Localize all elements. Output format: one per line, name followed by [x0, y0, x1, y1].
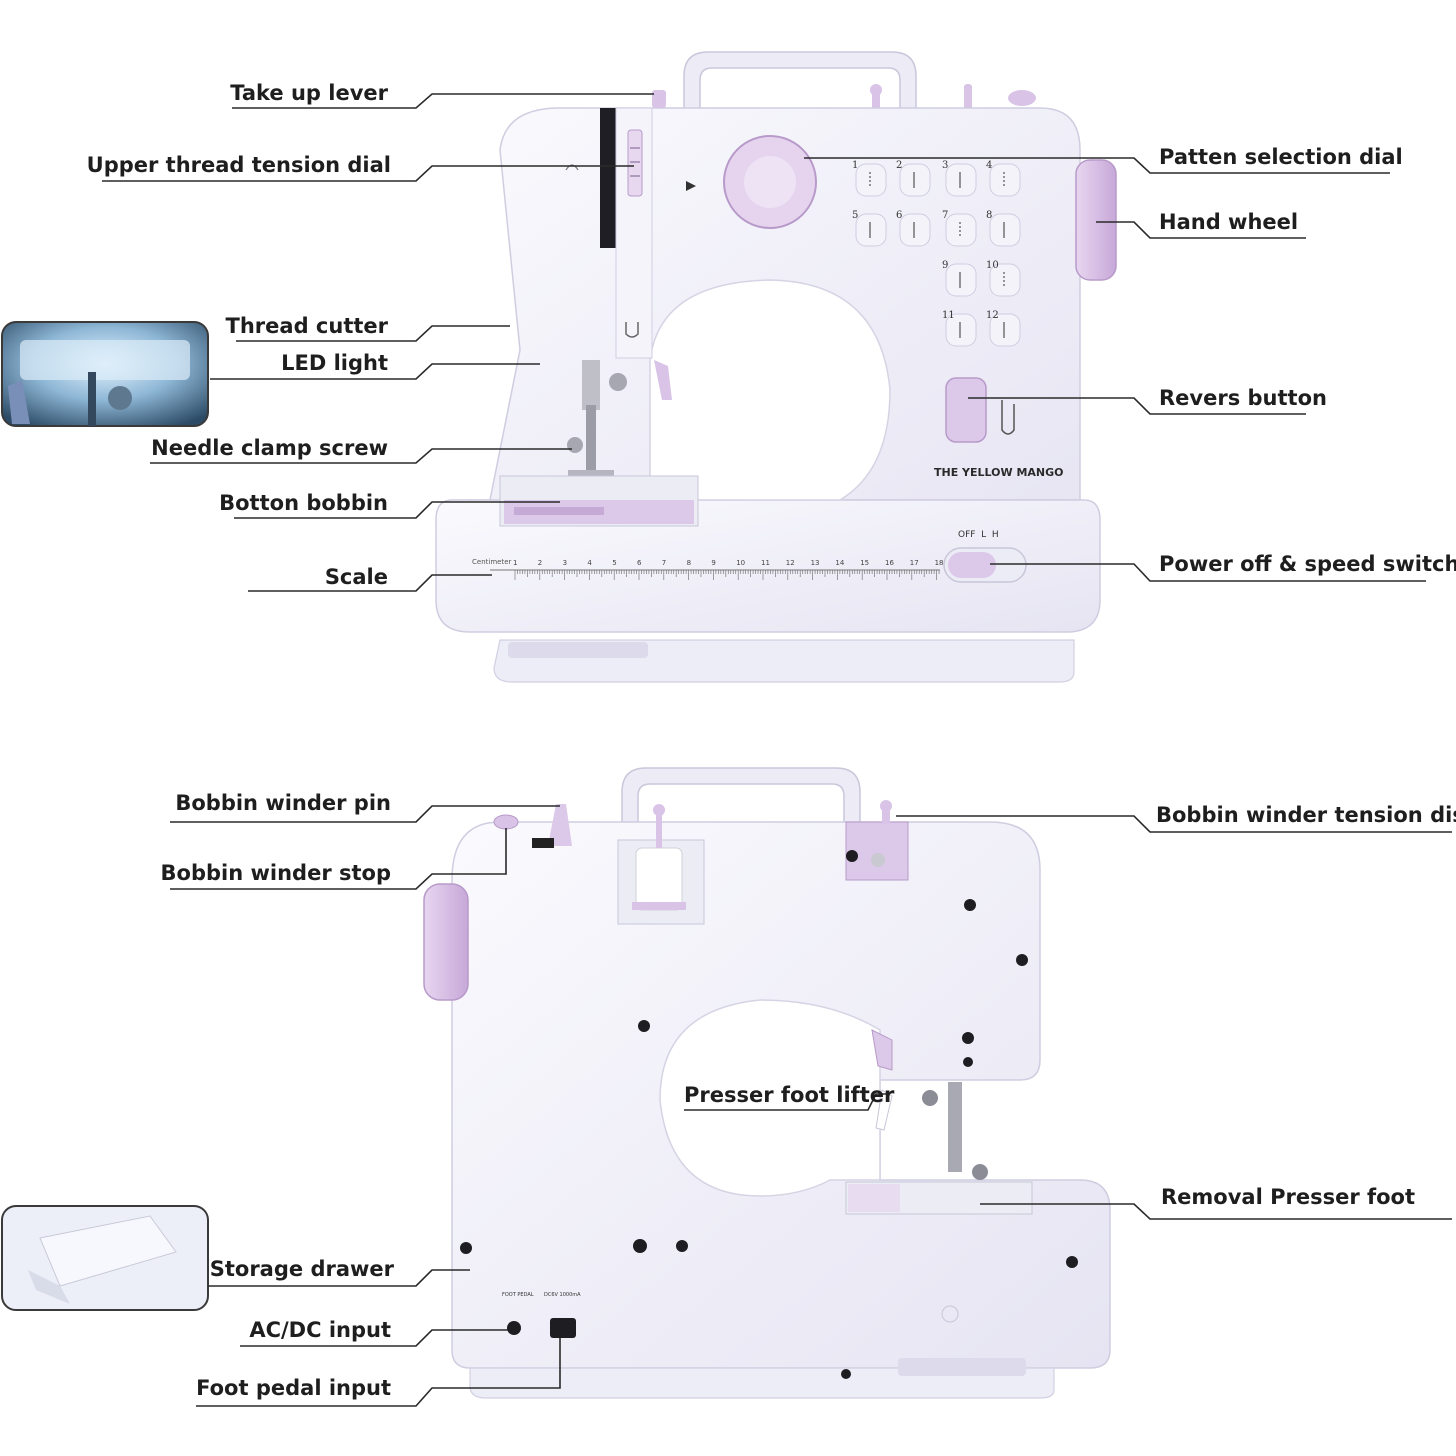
label-storage-drawer: Storage drawer: [209, 1257, 394, 1281]
back-machine: FOOT PEDAL DC6V 1000mA: [423, 767, 1111, 1399]
ruler-number: 2: [538, 559, 542, 567]
label-bobbin-winder-tension-disk: Bobbin winder tension disk: [1156, 803, 1456, 827]
stitch-button: [945, 313, 977, 347]
stitch-button: [855, 163, 887, 197]
front-arm-opening: [649, 279, 891, 501]
label-upper-thread-tension-dial: Upper thread tension dial: [86, 153, 391, 177]
label-patten-selection-dial: Patten selection dial: [1159, 145, 1403, 169]
stitch-number: 5: [852, 210, 858, 221]
ruler-number: 13: [811, 559, 820, 567]
stitch-number: 6: [896, 210, 902, 221]
label-take-up-lever: Take up lever: [230, 81, 388, 105]
ruler-number: 17: [910, 559, 919, 567]
ruler-number: 15: [860, 559, 869, 567]
stitch-button: [899, 213, 931, 247]
ruler-number: 6: [637, 559, 642, 567]
stitch-number: 12: [986, 310, 999, 321]
label-hand-wheel: Hand wheel: [1159, 210, 1299, 234]
stitch-button: [855, 213, 887, 247]
label-botton-bobbin: Botton bobbin: [219, 491, 388, 515]
ruler-number: 7: [662, 559, 666, 567]
stitch-button: [989, 263, 1021, 297]
stitch-button: [945, 163, 977, 197]
switch-labels-text: OFF L H: [958, 530, 999, 540]
stitch-button: [899, 163, 931, 197]
power-port: [550, 1318, 576, 1338]
ruler-number: 18: [935, 559, 944, 567]
ruler-ticks: [514, 570, 940, 580]
ruler-number: 3: [563, 559, 567, 567]
stitch-button: [989, 163, 1021, 197]
foot-pedal-port-text: FOOT PEDAL: [502, 1292, 534, 1298]
stitch-number: 10: [986, 260, 999, 271]
label-led-light: LED light: [281, 351, 388, 375]
reverse-button: [945, 377, 987, 443]
ruler-number: 4: [587, 559, 592, 567]
label-power-speed-switch: Power off & speed switch: [1159, 552, 1456, 576]
stitch-button: [945, 263, 977, 297]
stitch-button: [945, 213, 977, 247]
stitch-button: [989, 213, 1021, 247]
ruler-number: 10: [736, 559, 745, 567]
power-port-text: DC6V 1000mA: [544, 1292, 581, 1298]
label-scale: Scale: [324, 565, 388, 589]
front-hand-wheel: [1075, 159, 1117, 281]
foot-pedal-port: [507, 1321, 521, 1335]
stitch-number: 7: [942, 210, 948, 221]
back-arm-opening: [659, 999, 881, 1197]
label-bobbin-winder-stop: Bobbin winder stop: [160, 861, 391, 885]
label-bobbin-winder-pin: Bobbin winder pin: [175, 791, 391, 815]
scale-unit-text: Centimeter: [472, 558, 511, 566]
stitch-number: 9: [942, 260, 948, 271]
ruler-number: 12: [786, 559, 795, 567]
stitch-number: 4: [986, 160, 992, 171]
label-needle-clamp-screw: Needle clamp screw: [151, 436, 388, 460]
label-foot-pedal-input: Foot pedal input: [196, 1376, 391, 1400]
ruler-number: 11: [761, 559, 770, 567]
ruler-number: 9: [711, 559, 715, 567]
ruler-number: 16: [885, 559, 894, 567]
stitch-number: 11: [942, 310, 955, 321]
leader-lines: [102, 93, 1452, 1407]
storage-drawer-inset: [1, 1205, 209, 1311]
label-acdc-input: AC/DC input: [249, 1318, 391, 1342]
ruler-number: 14: [835, 559, 844, 567]
back-hand-wheel: [423, 883, 469, 1001]
ruler-number: 5: [612, 559, 616, 567]
label-presser-foot-lifter: Presser foot lifter: [684, 1083, 895, 1107]
front-handle: [683, 51, 917, 113]
label-thread-cutter: Thread cutter: [225, 314, 388, 338]
stitch-number: 3: [942, 160, 948, 171]
front-base: [435, 499, 1101, 633]
led-light-inset: [1, 321, 209, 427]
stitch-number: 8: [986, 210, 992, 221]
ruler-number: 1: [513, 559, 517, 567]
label-removal-presser-foot: Removal Presser foot: [1161, 1185, 1416, 1209]
ruler-number: 8: [687, 559, 691, 567]
label-revers-button: Revers button: [1159, 386, 1327, 410]
stitch-number: 2: [896, 160, 902, 171]
brand-text: THE YELLOW MANGO: [934, 466, 1064, 479]
stitch-number: 1: [852, 160, 858, 171]
stitch-button: [989, 313, 1021, 347]
